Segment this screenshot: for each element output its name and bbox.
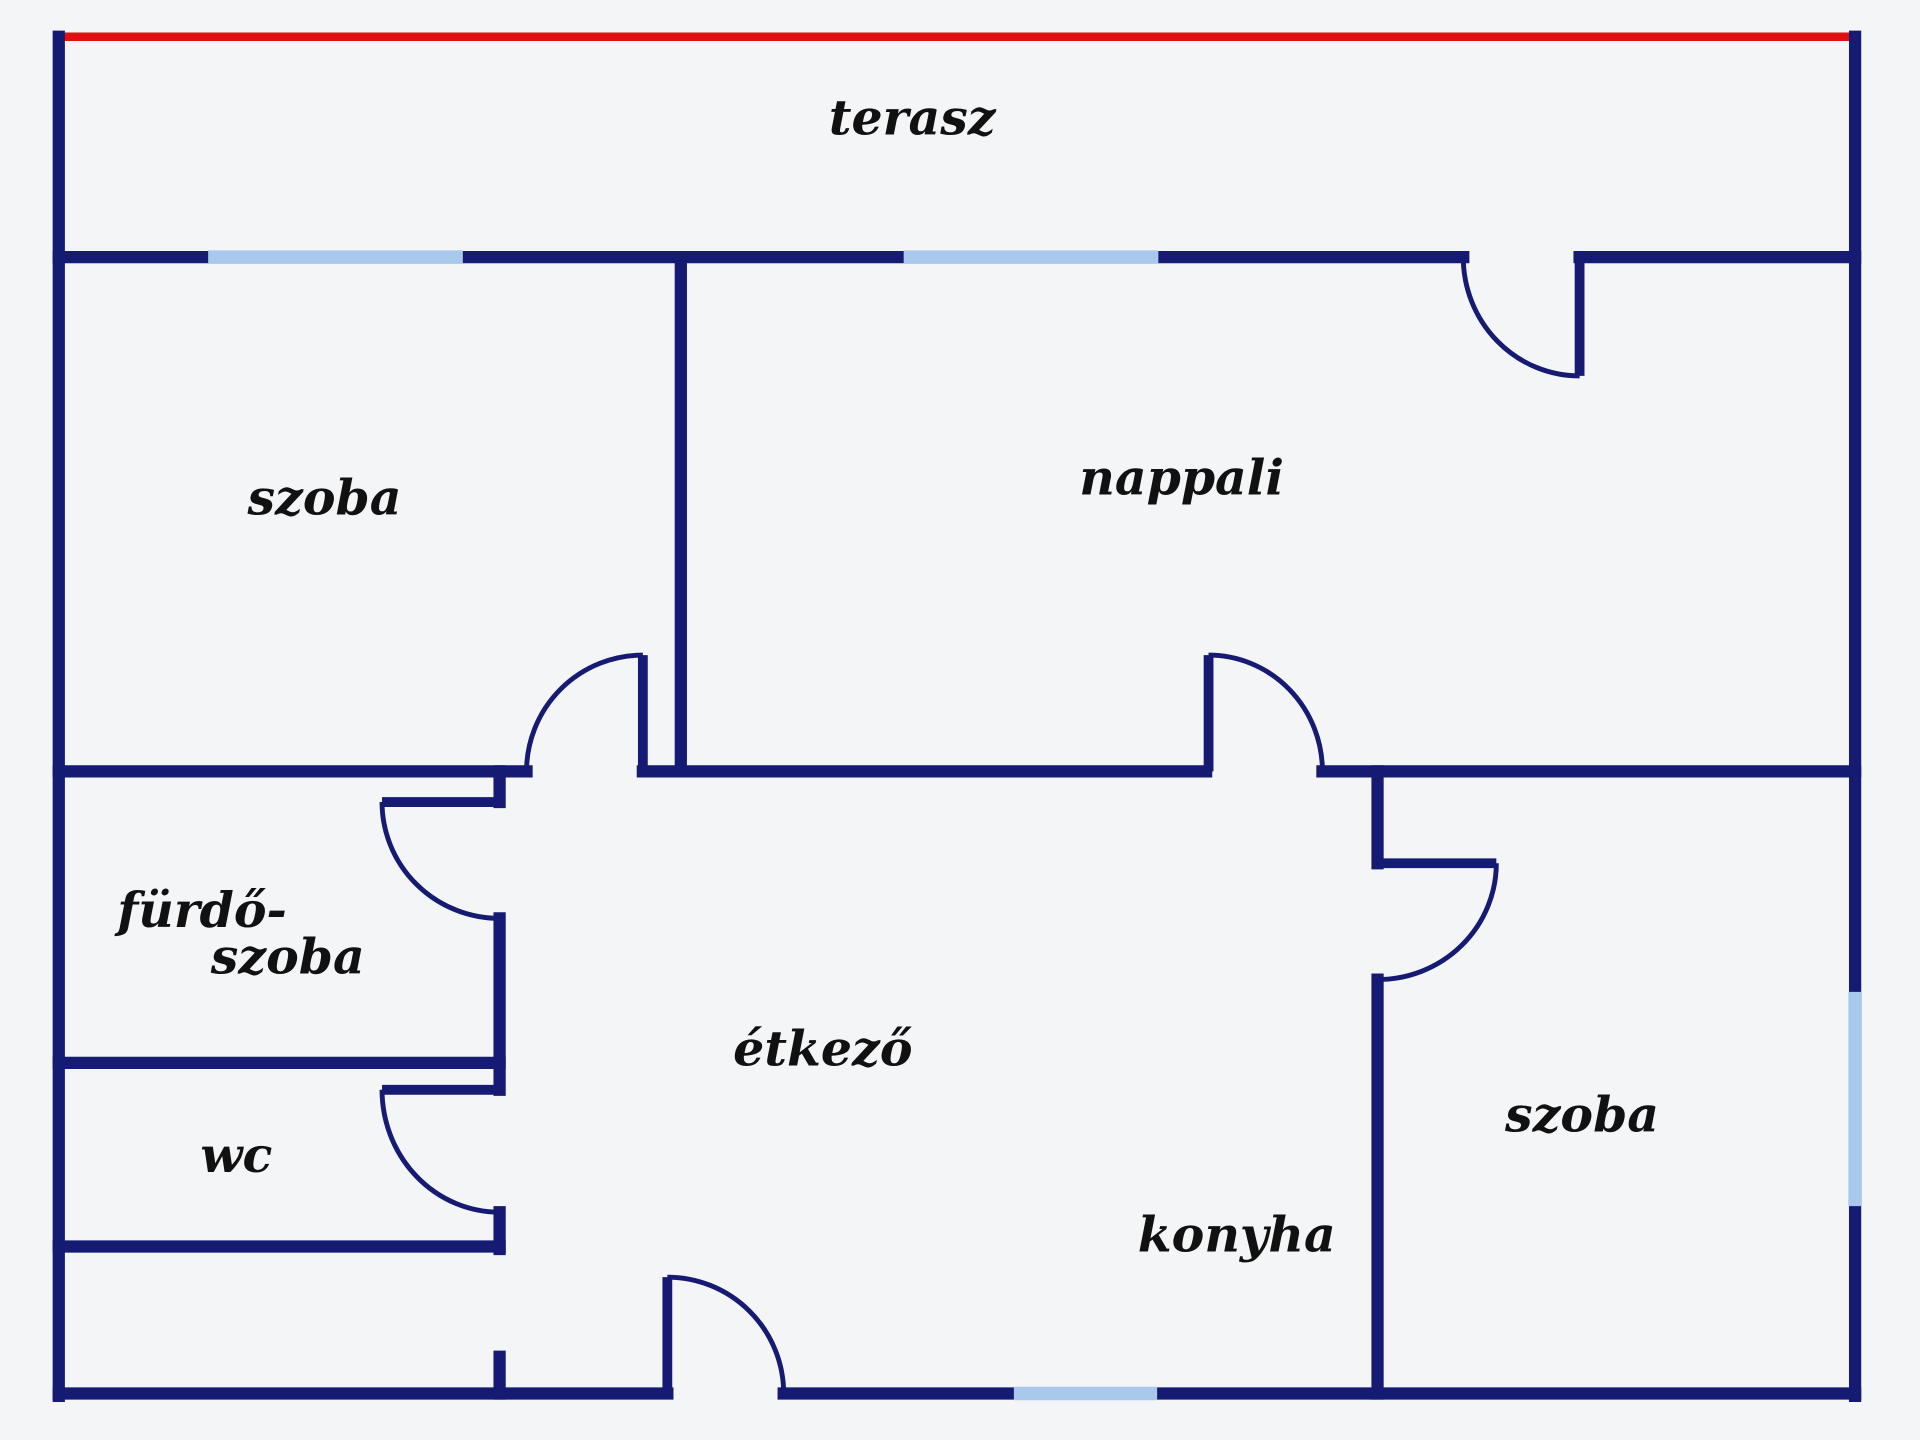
label-room-right: szoba: [1504, 1085, 1659, 1143]
doors: [379, 257, 1585, 1394]
label-living: nappali: [1079, 449, 1284, 507]
windows: [208, 250, 1862, 1401]
label-terrace: terasz: [829, 89, 997, 147]
label-bath-1: fürdő-: [114, 881, 287, 939]
label-wc: wc: [200, 1126, 272, 1184]
label-room-left: szoba: [246, 468, 401, 526]
label-dining: étkező: [733, 1019, 912, 1077]
label-bath-2: szoba: [210, 927, 365, 985]
label-kitchen: konyha: [1138, 1205, 1336, 1263]
